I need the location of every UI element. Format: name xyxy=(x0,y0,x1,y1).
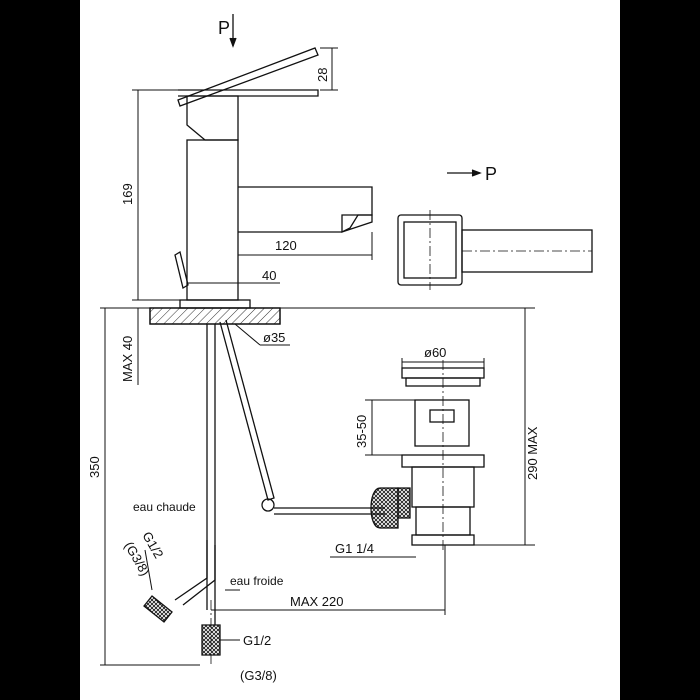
dim-mount-thickness: MAX 40 xyxy=(120,336,135,382)
pressure-label-top: P xyxy=(218,18,230,38)
dim-waste-max: 290 MAX xyxy=(525,426,540,480)
faucet-head xyxy=(186,95,239,141)
cold-thread: G1/2 xyxy=(243,633,271,648)
mount-base xyxy=(149,299,281,325)
dim-hole-diameter: ø35 xyxy=(263,330,285,345)
cold-water-label: eau froide xyxy=(230,574,284,588)
faucet-lever xyxy=(177,47,319,107)
dim-total-depth: 350 xyxy=(87,456,102,478)
cold-thread-alt: (G3/8) xyxy=(240,668,277,683)
dim-spout-reach: 120 xyxy=(275,238,297,253)
dim-waste-thread: G1 1/4 xyxy=(335,541,374,556)
dim-body-width: 40 xyxy=(262,268,276,283)
dim-waste-diameter: ø60 xyxy=(424,345,446,360)
dimension-lines xyxy=(100,47,535,666)
pressure-arrow-top xyxy=(229,14,237,48)
pop-up-rod xyxy=(174,250,189,290)
dim-body-height: 169 xyxy=(120,183,135,205)
drawing-sheet: P P 28 169 120 40 MAX 40 ø35 350 ø60 35-… xyxy=(80,0,620,700)
technical-drawing: P P 28 169 120 40 MAX 40 ø35 350 ø60 35-… xyxy=(87,14,593,683)
pull-rod xyxy=(219,319,385,515)
faucet-body xyxy=(186,139,239,301)
pressure-label-side: P xyxy=(485,164,497,184)
supply-hoses xyxy=(143,324,221,665)
spout-front-view xyxy=(397,210,593,290)
dim-lever-height: 28 xyxy=(315,68,330,82)
pressure-arrow-side xyxy=(447,169,482,177)
hot-water-label: eau chaude xyxy=(133,500,196,514)
faucet-spout xyxy=(238,186,373,233)
waste-assembly xyxy=(370,360,485,550)
dim-hose-max: MAX 220 xyxy=(290,594,343,609)
dim-waste-range: 35-50 xyxy=(354,415,369,448)
